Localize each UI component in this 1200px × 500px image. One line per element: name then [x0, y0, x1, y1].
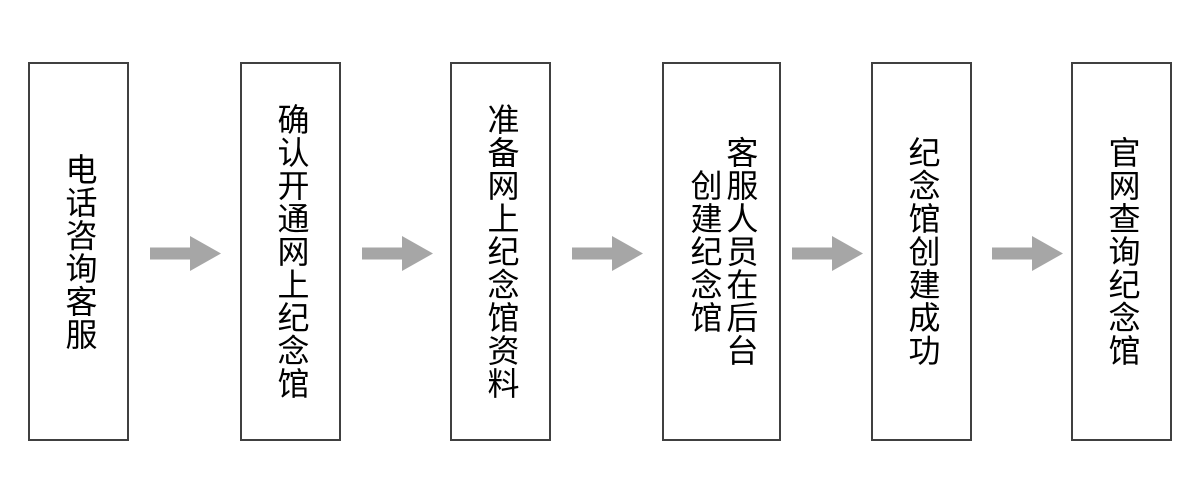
- flow-node-label-5: 纪念馆创建成功: [903, 136, 942, 367]
- flow-node-label-1: 电话咨询客服: [60, 152, 99, 351]
- right-arrow-icon-5: [992, 236, 1063, 271]
- right-arrow-icon-1: [150, 236, 221, 271]
- flow-node-staff-create-memorial-backend[interactable]: 客服人员在后台 创建纪念馆: [662, 62, 781, 441]
- flow-node-label-4a: 客服人员在后台: [721, 136, 760, 367]
- flow-node-label-6: 官网查询纪念馆: [1103, 136, 1142, 367]
- flow-node-label-4b: 创建纪念馆: [685, 169, 724, 334]
- flow-node-phone-consult-service[interactable]: 电话咨询客服: [28, 62, 129, 441]
- flow-node-query-memorial-on-official-site[interactable]: 官网查询纪念馆: [1071, 62, 1172, 441]
- right-arrow-icon-3: [572, 236, 643, 271]
- flow-node-label-3: 准备网上纪念馆资料: [482, 103, 521, 400]
- right-arrow-icon-2: [362, 236, 433, 271]
- right-arrow-icon-4: [792, 236, 863, 271]
- flow-node-memorial-created-successfully[interactable]: 纪念馆创建成功: [871, 62, 972, 441]
- flow-node-confirm-open-online-memorial[interactable]: 确认开通网上纪念馆: [240, 62, 341, 441]
- flow-node-label-2: 确认开通网上纪念馆: [272, 103, 311, 400]
- flow-node-prepare-memorial-materials[interactable]: 准备网上纪念馆资料: [450, 62, 551, 441]
